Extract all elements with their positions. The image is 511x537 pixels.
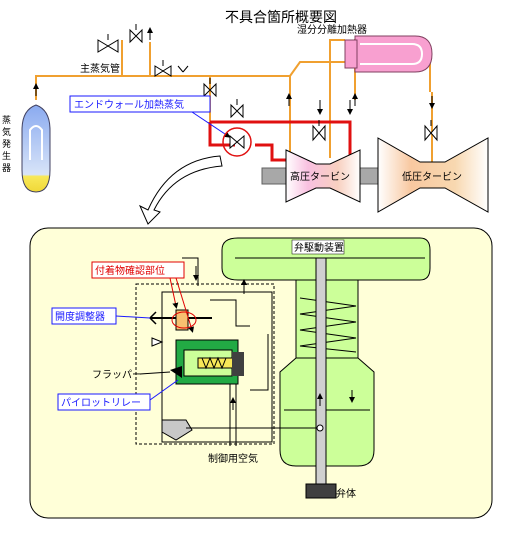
fault-valve-icon bbox=[229, 134, 245, 150]
hp-turbine-label: 高圧タービン bbox=[290, 170, 350, 183]
steam-generator bbox=[21, 104, 51, 193]
valve-body-label: 弁体 bbox=[336, 487, 356, 500]
moisture-separator-reheater bbox=[344, 35, 433, 73]
actuator-label-box bbox=[291, 239, 345, 255]
flapper-label: フラッパー bbox=[92, 369, 142, 381]
valve-actuator-label: 弁駆動装置 bbox=[294, 241, 344, 254]
detail-arrow bbox=[138, 155, 223, 225]
end-wall-callout-box bbox=[69, 95, 211, 113]
opening-adjuster-label: 開度調整器 bbox=[55, 310, 105, 323]
diagram-title: 不具合箇所概要図 bbox=[225, 9, 337, 26]
svg-text:発: 発 bbox=[2, 138, 11, 150]
opening-adjuster-lever bbox=[148, 309, 212, 347]
valve-stems bbox=[107, 24, 432, 126]
feedback-pivot bbox=[316, 424, 324, 432]
deposit-highlight bbox=[171, 311, 197, 329]
end-wall-callout-leader bbox=[191, 111, 231, 138]
control-air-label: 制御用空気 bbox=[208, 452, 258, 465]
flapper-part bbox=[170, 366, 182, 378]
pilot-relay bbox=[175, 339, 244, 385]
opening-adjuster-leader bbox=[115, 315, 151, 319]
svg-text:気: 気 bbox=[2, 126, 11, 138]
flow-arrows bbox=[33, 27, 435, 115]
pilot-relay-leader bbox=[149, 379, 179, 401]
steam-generator-label: 蒸 気 発 生 器 bbox=[2, 114, 11, 174]
deposit-callout-leaders bbox=[169, 277, 194, 333]
pilot-relay-label: パイロットリレー bbox=[61, 397, 141, 409]
detail-panel bbox=[29, 227, 493, 519]
fault-valve-circle bbox=[222, 127, 252, 157]
valve-icons bbox=[97, 28, 438, 142]
valve-actuator bbox=[221, 237, 431, 499]
pilot-relay-box bbox=[57, 393, 151, 411]
hp-turbine bbox=[285, 149, 361, 203]
flapper-leader bbox=[139, 371, 171, 375]
svg-text:蒸: 蒸 bbox=[2, 114, 11, 126]
reheater-label: 湿分分離加熱器 bbox=[297, 23, 367, 36]
svg-text:生: 生 bbox=[2, 150, 11, 162]
main-steam-pipe-label: 主蒸気管 bbox=[80, 62, 120, 75]
deposit-check-label: 付着物確認部位 bbox=[95, 264, 165, 277]
feedback-cam bbox=[161, 419, 193, 441]
lp-turbine bbox=[377, 137, 489, 213]
svg-text:器: 器 bbox=[2, 163, 11, 174]
positioner-housing bbox=[135, 257, 275, 445]
control-air-lines bbox=[193, 266, 355, 446]
deposit-callout-box bbox=[91, 261, 185, 279]
end-wall-heating-label: エンドウォール加熱蒸気 bbox=[74, 98, 184, 111]
lp-turbine-label: 低圧タービン bbox=[402, 170, 462, 183]
